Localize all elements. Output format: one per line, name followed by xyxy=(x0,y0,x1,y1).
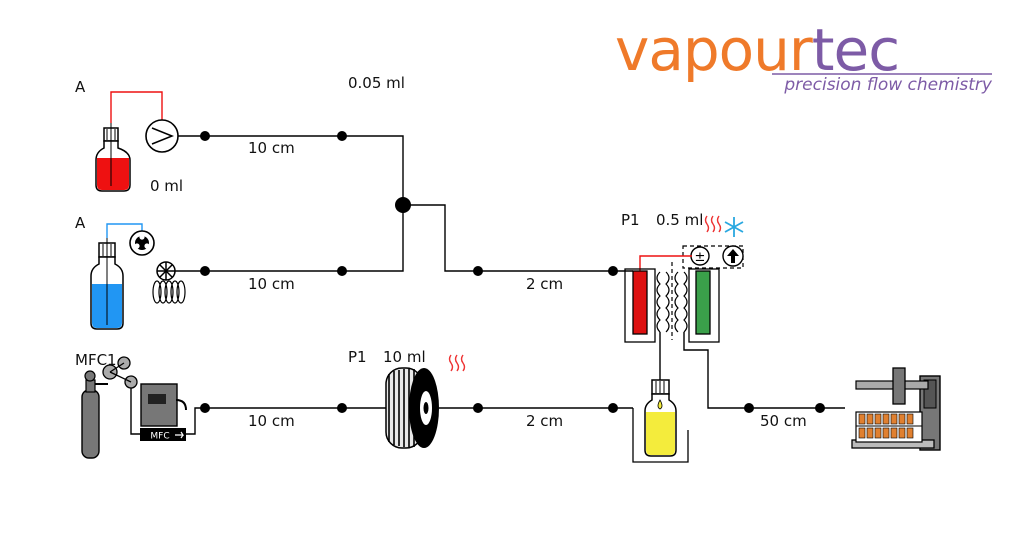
syringe-valve-icon xyxy=(156,261,176,281)
feed-1-volume-bottom: 0 ml xyxy=(150,177,183,195)
feed-3-node-b xyxy=(337,403,347,413)
snowflake-icon xyxy=(724,217,744,237)
column-inlet-node-a xyxy=(473,266,483,276)
valve-icon xyxy=(129,230,155,256)
column-reactor: P1 0.5 ml ± xyxy=(621,211,820,409)
coil-outlet-node-a xyxy=(473,403,483,413)
column-right-icon xyxy=(695,270,711,335)
feed-1-label: A xyxy=(75,78,86,96)
feed-2: A 10 cm xyxy=(75,205,404,330)
pump-icon xyxy=(145,119,179,153)
feed-2-tube xyxy=(175,205,404,272)
collection-node-a xyxy=(744,403,754,413)
feed-3: MFC1 MFC 10 cm xyxy=(75,351,392,459)
feed-3-tube xyxy=(186,407,392,435)
collection-vials xyxy=(855,411,923,443)
heat-icon xyxy=(704,215,722,233)
coil-outlet-node-b xyxy=(608,403,618,413)
coil-reactor-icon xyxy=(385,367,439,449)
heat-exchanger-icon xyxy=(656,262,688,340)
feed-1-tube xyxy=(178,135,404,205)
column-left-icon xyxy=(632,270,648,335)
feed-1-tube-length: 10 cm xyxy=(248,139,295,157)
sample-loop-icon xyxy=(152,280,186,304)
pressure-symbol: ± xyxy=(695,250,706,265)
vapourtec-logo: vapourtec precision flow chemistry xyxy=(615,16,993,95)
feed-3-label: MFC1 xyxy=(75,351,117,369)
feed-3-node-a xyxy=(200,403,210,413)
gas-cylinder-icon xyxy=(81,356,138,459)
gas-line xyxy=(130,388,140,435)
column-reactor-volume: 0.5 ml xyxy=(656,211,703,229)
coil-reactor-volume: 10 ml xyxy=(383,348,426,366)
feed-1: A 0.05 ml 0 ml 10 cm xyxy=(75,74,405,205)
mfc-tag: MFC xyxy=(150,432,169,442)
logo-word-part1: vapour xyxy=(615,16,813,84)
red-reagent-bottle-icon xyxy=(95,123,131,192)
logo-word: vapourtec xyxy=(615,16,899,84)
column-inlet-node-b xyxy=(608,266,618,276)
feed-2-label: A xyxy=(75,214,86,232)
feed-1-red-line xyxy=(110,91,163,123)
feed-2-node-b xyxy=(337,266,347,276)
feed-3-tube-length: 10 cm xyxy=(248,412,295,430)
coil-reactor-label: P1 xyxy=(348,348,367,366)
logo-word-part2: tec xyxy=(812,16,899,84)
column-jacket-left xyxy=(624,268,656,343)
up-arrow-icon xyxy=(727,249,739,263)
column-jacket-right xyxy=(688,268,720,343)
logo-tagline: precision flow chemistry xyxy=(783,75,993,95)
feed-1-node-a xyxy=(200,131,210,141)
column-inlet-length: 2 cm xyxy=(526,275,563,293)
yellow-collection-bottle-icon xyxy=(632,379,689,463)
feed-1-volume-top: 0.05 ml xyxy=(348,74,405,92)
feed-2-tube-length: 10 cm xyxy=(248,275,295,293)
feed-1-node-b xyxy=(337,131,347,141)
mass-flow-controller-icon: MFC xyxy=(140,383,187,442)
feed-2-node-a xyxy=(200,266,210,276)
column-outlet-tube xyxy=(683,332,820,409)
collection-outlet-length: 50 cm xyxy=(760,412,807,430)
blue-reagent-bottle-icon xyxy=(90,238,124,330)
mixer-to-column-tube xyxy=(403,204,633,272)
pressure-line-red xyxy=(639,255,692,271)
coil-reactor: P1 10 ml 2 cm xyxy=(348,348,633,449)
coil-outlet-length: 2 cm xyxy=(526,412,563,430)
fraction-collector-icon xyxy=(851,367,941,451)
feed-2-blue-line xyxy=(106,223,143,238)
column-reactor-label: P1 xyxy=(621,211,640,229)
heat-icon-coil xyxy=(448,354,466,372)
